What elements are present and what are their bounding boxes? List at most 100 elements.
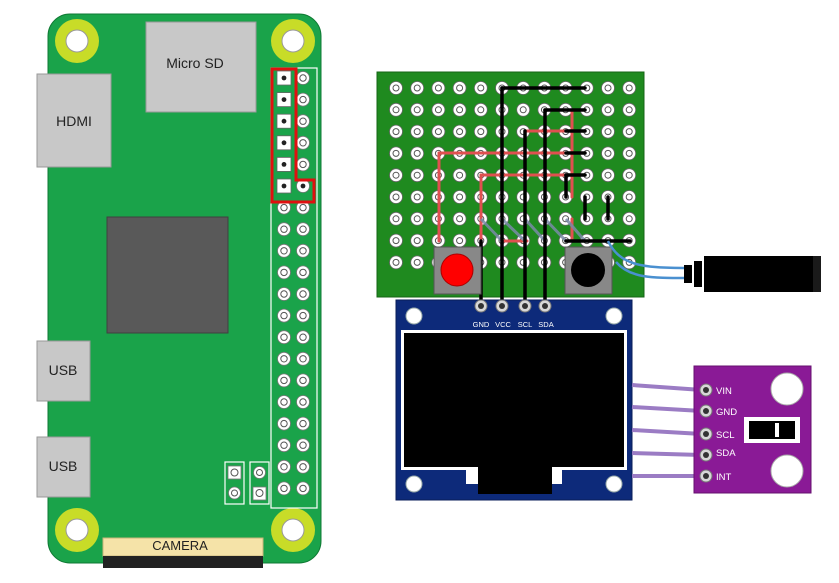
usb-port-2-label: USB	[49, 458, 78, 474]
usb-port-2	[36, 436, 91, 498]
perf-hole	[431, 81, 446, 95]
perf-hole	[410, 124, 425, 139]
header-highlight	[270, 67, 316, 204]
perf-hole	[452, 81, 467, 95]
oled-pin-vcc: VCC	[495, 320, 511, 329]
black-wires	[479, 86, 632, 307]
perf-hole	[431, 124, 446, 139]
gpio-pin	[276, 156, 292, 172]
oled-pin-scl: SCL	[518, 320, 533, 329]
perf-hole	[410, 146, 425, 161]
gpio-pin	[296, 481, 310, 496]
perf-hole	[410, 81, 425, 95]
gpio-pin	[276, 135, 292, 151]
mount-hole-bottom-left	[55, 508, 99, 552]
sensor-pin-gnd: GND	[716, 407, 737, 418]
perf-hole	[601, 124, 615, 139]
hdmi-port	[36, 73, 112, 168]
sensor-mount-hole-top	[770, 372, 804, 406]
gpio-pin	[296, 135, 310, 150]
perf-hole	[601, 146, 615, 161]
perf-hole	[452, 168, 467, 183]
perf-hole	[601, 81, 615, 95]
perf-hole	[579, 190, 594, 204]
gpio-pin	[277, 351, 291, 366]
raspberry-pi-zero: Micro SD HDMI USB USB	[36, 13, 322, 568]
black-push-button[interactable]	[564, 246, 613, 295]
sensor-module: VIN GND SCL SDA INT	[693, 365, 812, 494]
audio-jack	[684, 256, 821, 292]
perf-hole	[389, 255, 403, 270]
gpio-pin	[296, 459, 310, 474]
perf-hole	[389, 81, 403, 95]
usb-port-1	[36, 340, 91, 402]
perf-hole	[389, 102, 403, 117]
perf-hole	[473, 81, 488, 95]
hdmi-label: HDMI	[56, 113, 92, 129]
perf-hole	[601, 168, 615, 183]
microsd-label: Micro SD	[166, 55, 224, 71]
gpio-pin	[277, 308, 291, 323]
gpio-pin	[277, 395, 291, 409]
cpu-chip	[106, 216, 229, 334]
gpio-pin	[276, 70, 292, 86]
red-push-button[interactable]	[433, 246, 482, 295]
perf-hole	[389, 168, 403, 183]
perf-hole	[622, 124, 637, 139]
perf-hole	[516, 124, 531, 139]
mount-hole-top-right	[271, 19, 315, 63]
gpio-pin	[277, 373, 291, 388]
gpio-pin	[277, 243, 291, 258]
perf-hole	[516, 102, 531, 117]
perf-hole	[410, 168, 425, 183]
gpio-pin	[296, 157, 310, 172]
camera-label: CAMERA	[152, 538, 208, 553]
perf-hole	[389, 211, 403, 226]
perf-hole	[389, 146, 403, 161]
gpio-pin	[277, 416, 291, 431]
blue-wires	[606, 240, 689, 280]
gpio-pin	[296, 114, 310, 129]
perf-hole	[622, 146, 637, 161]
gpio-pin	[277, 481, 291, 496]
oled-pins	[474, 299, 552, 313]
sensor-wires	[631, 383, 703, 478]
gpio-pin	[296, 351, 310, 366]
gpio-pin	[296, 330, 310, 345]
gpio-pin	[296, 395, 310, 409]
oled-pin-gnd: GND	[473, 320, 490, 329]
gpio-pin	[296, 222, 310, 237]
gpio-pin	[277, 438, 291, 453]
gpio-pin	[277, 287, 291, 301]
perf-hole	[622, 102, 637, 117]
sensor-mount-hole-bottom	[770, 454, 804, 488]
gpio-pin	[277, 330, 291, 345]
oled-screen	[404, 333, 624, 467]
oled-mount-hole-bl	[405, 475, 423, 493]
gpio-pin	[277, 459, 291, 474]
mount-hole-bottom-right	[271, 508, 315, 552]
sensor-chip	[744, 417, 800, 443]
usb-port-1-label: USB	[49, 362, 78, 378]
perf-hole	[473, 102, 488, 117]
perf-hole	[622, 81, 637, 95]
perf-hole	[389, 124, 403, 139]
sensor-pins	[699, 383, 713, 483]
perf-hole	[452, 124, 467, 139]
gpio-pin	[296, 438, 310, 453]
perf-hole	[389, 233, 403, 248]
oled-mount-hole-tr	[605, 307, 623, 325]
perf-hole	[410, 233, 425, 248]
perf-hole	[452, 233, 467, 248]
perf-hole	[410, 102, 425, 117]
gpio-pin	[296, 287, 310, 301]
gpio-pin	[277, 265, 291, 280]
sensor-pin-scl: SCL	[716, 430, 734, 441]
perf-hole	[622, 168, 637, 183]
perf-hole	[516, 255, 531, 270]
microsd-slot	[145, 21, 257, 113]
gpio-pin	[296, 92, 310, 107]
perf-hole	[622, 211, 637, 226]
gpio-pin	[296, 416, 310, 431]
camera-connector-base	[103, 556, 263, 568]
